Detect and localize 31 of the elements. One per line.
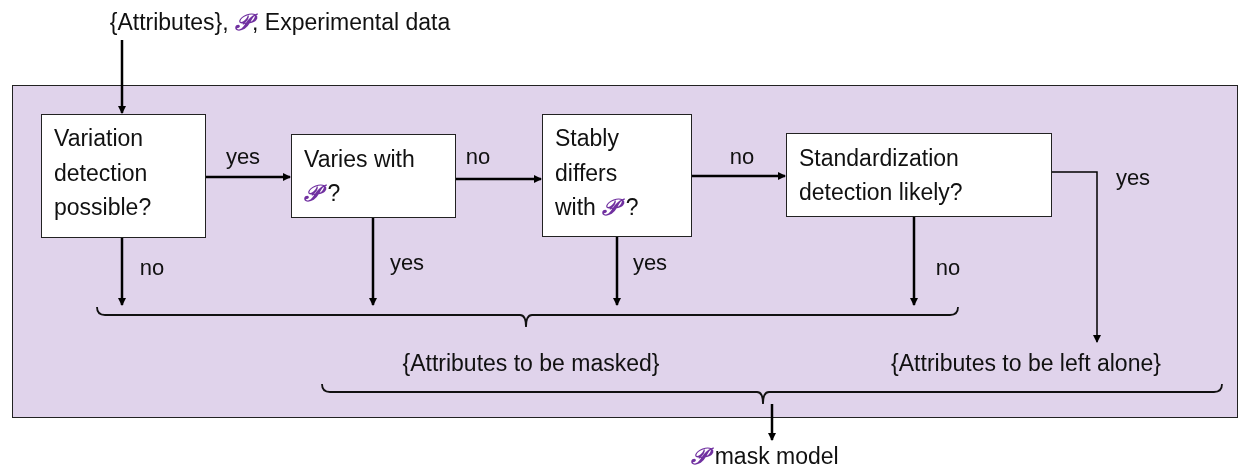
- curly-brace: [321, 383, 1223, 405]
- arrow: [205, 173, 291, 181]
- arrow: [910, 216, 918, 306]
- arrow: [118, 40, 126, 114]
- arrow: [455, 175, 542, 183]
- text-label: {Attributes}, 𝒫, Experimental data: [40, 4, 520, 40]
- edge-label: no: [465, 144, 491, 170]
- box-text: Varies with 𝒫 ?: [304, 144, 415, 208]
- edge-label: no: [935, 255, 961, 281]
- edge-label: no: [139, 255, 165, 281]
- arrow: [691, 172, 786, 180]
- arrow: [369, 217, 377, 306]
- arrow: [768, 404, 776, 441]
- edge-label: no: [729, 144, 755, 170]
- box-text: Stably differs with 𝒫 ?: [555, 124, 640, 222]
- arrow: [1050, 171, 1101, 343]
- arrow: [613, 236, 621, 306]
- box-text: Standardization detection likely?: [799, 143, 964, 207]
- edge-label: yes: [1115, 165, 1151, 191]
- text-label: {Attributes to be left alone}: [836, 346, 1216, 381]
- edge-label: yes: [225, 144, 261, 170]
- result-text: {Attributes to be masked}: [401, 349, 661, 378]
- decision-box: [291, 134, 456, 218]
- edge-label: yes: [632, 250, 668, 276]
- box-text: Variation detection possible?: [54, 124, 153, 222]
- arrow: [118, 237, 126, 306]
- process-panel: [12, 85, 1238, 418]
- decision-box: [786, 133, 1052, 217]
- decision-box: [41, 114, 206, 238]
- decision-box: [542, 114, 692, 237]
- edge-label: yes: [389, 250, 425, 276]
